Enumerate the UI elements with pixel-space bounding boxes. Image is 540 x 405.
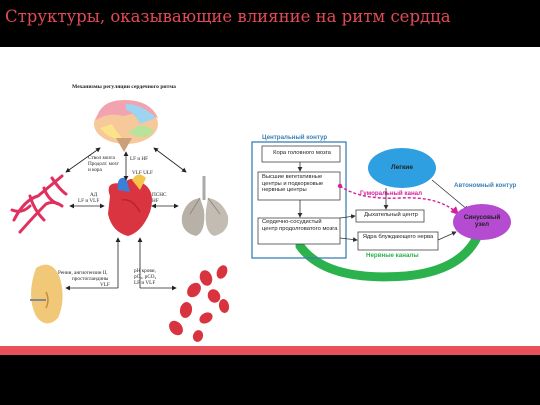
breathing-center-label: Дыхательный центр [364,212,418,218]
bottom-band [0,355,540,405]
slide-title: Структуры, оказывающие влияние на ритм с… [5,7,451,26]
lungs-node [368,148,436,188]
brain-label-line-1: Ствол мозга [88,155,115,161]
blood-label-line-2: pO₂, pCO₂ [134,274,157,280]
autonomous-contour-label: Автономный контур [454,182,517,189]
cortex-box [261,145,341,163]
cortex-label: Кора головного мозга [273,150,331,156]
psns-label: ПСНС [152,192,167,198]
blood-cells-icon [169,265,230,342]
cardiovascular-center-box [257,217,341,245]
vessels-icon [10,174,68,234]
brain-label-line-2: Продолг. мозг [88,161,119,167]
lungs-icon [181,176,229,236]
higher-centers-box [257,171,341,201]
brain-label-line-3: и кора [88,167,102,173]
accent-band [0,346,540,355]
vagus-nucleus-label: Ядра блуждающего нерва [362,234,434,240]
sinus-node-label: Синусовый узел [463,214,501,228]
vagus-nucleus-box [357,231,439,251]
heart-icon [108,174,152,236]
psns-hf-label: HF [152,198,159,204]
top-band [0,0,540,47]
az-lf-vlf-label: LF и VLF [78,198,100,204]
nerve-channel-arc [295,219,487,282]
humoral-channel-label: Гуморальный канал [360,190,423,197]
kidney-label-line-1: Ренин, ангиотензин II, [58,270,108,276]
blood-label-line-3: LF и VLF [134,280,156,286]
az-label: АД [90,192,98,198]
central-contour-label: Центральный контур [262,134,328,141]
lungs-label: Легкие [390,164,414,171]
cardiovascular-center-label: Сердечно-сосудистый центр продолговатого… [262,219,338,232]
central-contour-frame [251,141,347,259]
vlf-ulf-label: VLF ULF [132,170,153,176]
left-heading: Механизмы регуляции сердечного ритма [72,84,176,90]
humoral-channel-line [339,185,459,215]
kidney-label-line-2: простогландины [72,276,109,282]
blood-label-line-1: pH крови, [134,268,156,274]
higher-centers-label: Высшие вегетативные центры и подкорковые… [262,174,324,194]
kidney-vlf-label: VLF [100,282,110,288]
lf-hf-label: LF и HF [130,156,149,162]
breathing-center-box [355,209,425,223]
kidney-icon [30,264,63,324]
brain-icon [94,100,158,152]
nerve-channels-label: Нервные каналы [366,252,419,259]
left-arrows [65,147,187,291]
sinus-node [453,204,511,240]
